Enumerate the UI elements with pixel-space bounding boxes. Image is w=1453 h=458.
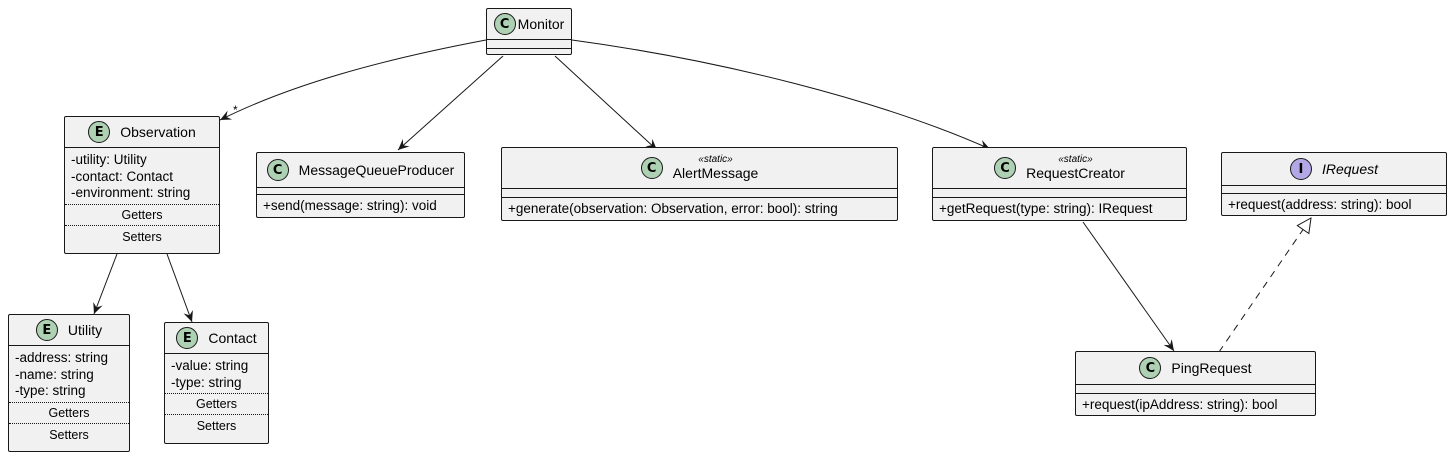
- entity-icon: E: [88, 121, 111, 143]
- stereotype: «static»: [1058, 154, 1093, 165]
- class-name: MessageQueueProducer: [298, 161, 455, 178]
- method: +request(ipAddress: string): bool: [1082, 397, 1278, 412]
- field: -contact: Contact: [71, 168, 174, 184]
- class-name: AlertMessage: [672, 165, 759, 181]
- class-request-creator[interactable]: C «static» RequestCreator +getRequest(ty…: [932, 147, 1187, 221]
- class-name: PingRequest: [1171, 359, 1252, 376]
- edge-monitor-alertmessage: [554, 55, 658, 151]
- field: -value: string: [171, 358, 249, 373]
- entity-utility[interactable]: E Utility -address: string -name: string…: [8, 314, 130, 452]
- class-alert-message[interactable]: C «static» AlertMessage +generate(observ…: [501, 147, 898, 221]
- interface-irequest[interactable]: I IRequest +request(address: string): bo…: [1221, 152, 1447, 216]
- method: +send(message: string): void: [263, 198, 437, 213]
- class-name: Monitor: [517, 15, 565, 32]
- getters-group: Getters: [165, 393, 268, 414]
- field: -name: string: [15, 366, 94, 382]
- entity-name: Utility: [67, 321, 103, 338]
- field: -type: string: [171, 374, 242, 390]
- entity-name: Observation: [120, 123, 196, 140]
- interface-icon: I: [1289, 158, 1312, 180]
- getters-group: Getters: [9, 401, 129, 423]
- multiplicity-label: *: [233, 103, 238, 117]
- entity-name: Contact: [208, 329, 257, 346]
- entity-icon: E: [176, 327, 199, 349]
- class-message-queue-producer[interactable]: C MessageQueueProducer +send(message: st…: [256, 152, 465, 218]
- class-icon: C: [1139, 357, 1162, 379]
- edge-observation-utility: [93, 253, 118, 315]
- class-monitor[interactable]: C Monitor: [486, 8, 572, 55]
- class-name: RequestCreator: [1026, 165, 1125, 181]
- edge-requestcreator-pingrequest: [1082, 221, 1175, 352]
- field: -utility: Utility: [71, 152, 147, 167]
- method: +generate(observation: Observation, erro…: [508, 201, 838, 216]
- class-icon: C: [266, 159, 289, 181]
- class-icon: C: [994, 157, 1017, 179]
- interface-name: IRequest: [1321, 160, 1379, 177]
- field: -type: string: [15, 383, 86, 398]
- method: +getRequest(type: string): IRequest: [939, 201, 1153, 216]
- setters-group: Setters: [9, 422, 129, 446]
- method: +request(address: string): bool: [1228, 197, 1412, 212]
- class-ping-request[interactable]: C PingRequest +request(ipAddress: string…: [1075, 351, 1316, 416]
- entity-observation[interactable]: E Observation -utility: Utility -contact…: [64, 116, 220, 254]
- edge-monitor-requestcreator: [571, 39, 991, 150]
- edge-monitor-mqproducer: [397, 55, 504, 151]
- class-icon: C: [640, 157, 663, 179]
- stereotype: «static»: [698, 154, 733, 165]
- entity-icon: E: [35, 319, 58, 341]
- entity-contact[interactable]: E Contact -value: string -type: string G…: [164, 322, 269, 444]
- edge-pingrequest-irequest: [1218, 218, 1311, 353]
- field: -environment: string: [71, 185, 191, 200]
- setters-group: Setters: [165, 414, 268, 437]
- field: -address: string: [15, 350, 109, 365]
- setters-group: Setters: [65, 224, 219, 248]
- edge-monitor-observation: [219, 39, 487, 121]
- class-icon: C: [493, 13, 516, 35]
- edge-observation-contact: [166, 253, 193, 323]
- getters-group: Getters: [65, 203, 219, 225]
